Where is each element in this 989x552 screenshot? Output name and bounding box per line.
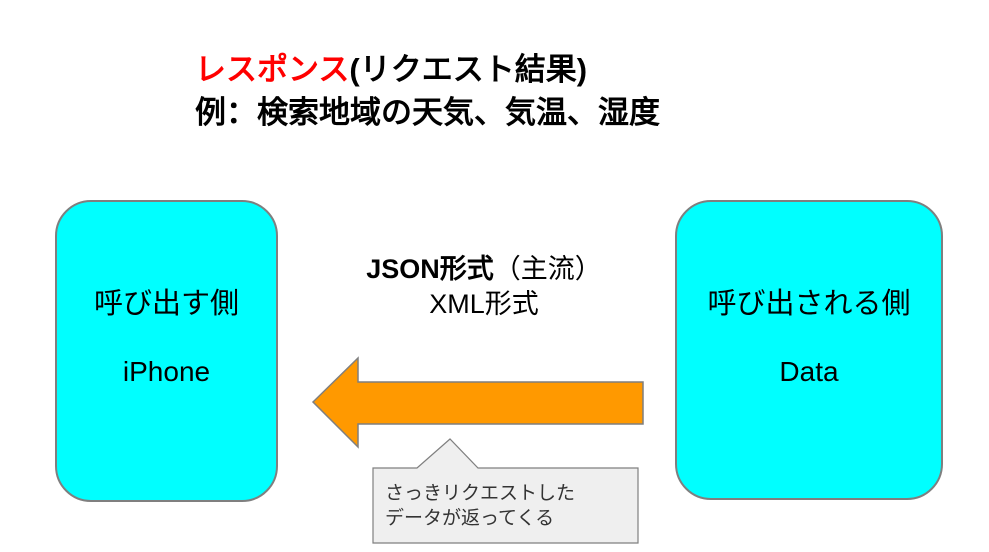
title-response-text: レスポンス (195, 52, 350, 87)
response-arrow (311, 356, 644, 449)
callee-role-label: 呼び出される側 (707, 288, 911, 320)
caller-box: 呼び出す側 iPhone (55, 200, 278, 502)
callout-line-1: さっきリクエストした (385, 483, 576, 504)
title-block: レスポンス(リクエスト結果) 例：検索地域の天気、気温、湿度 (195, 48, 660, 134)
caller-role-label: 呼び出す側 (93, 288, 239, 320)
format-xml-label: XML形式 (429, 289, 539, 319)
callout-text: さっきリクエストした データが返ってくる (385, 481, 575, 531)
callee-entity-label: Data (779, 356, 839, 387)
caller-entity-label: iPhone (122, 356, 211, 387)
title-request-result-text: (リクエスト結果) (349, 52, 588, 87)
callout-bubble (372, 438, 639, 544)
callout-bubble-shape (372, 438, 639, 544)
callout-line-2: データが返ってくる (385, 508, 555, 529)
format-mainstream-note: （主流） (493, 254, 602, 284)
response-arrow-shape (311, 356, 644, 449)
title-line-1: レスポンス(リクエスト結果) (195, 48, 660, 91)
data-format-labels: JSON形式（主流） XML形式 (334, 252, 634, 322)
callee-box: 呼び出される側 Data (675, 200, 943, 500)
title-example-line: 例：検索地域の天気、気温、湿度 (195, 95, 660, 130)
format-json-label: JSON形式 (366, 254, 494, 284)
format-primary-line: JSON形式（主流） (334, 252, 634, 287)
